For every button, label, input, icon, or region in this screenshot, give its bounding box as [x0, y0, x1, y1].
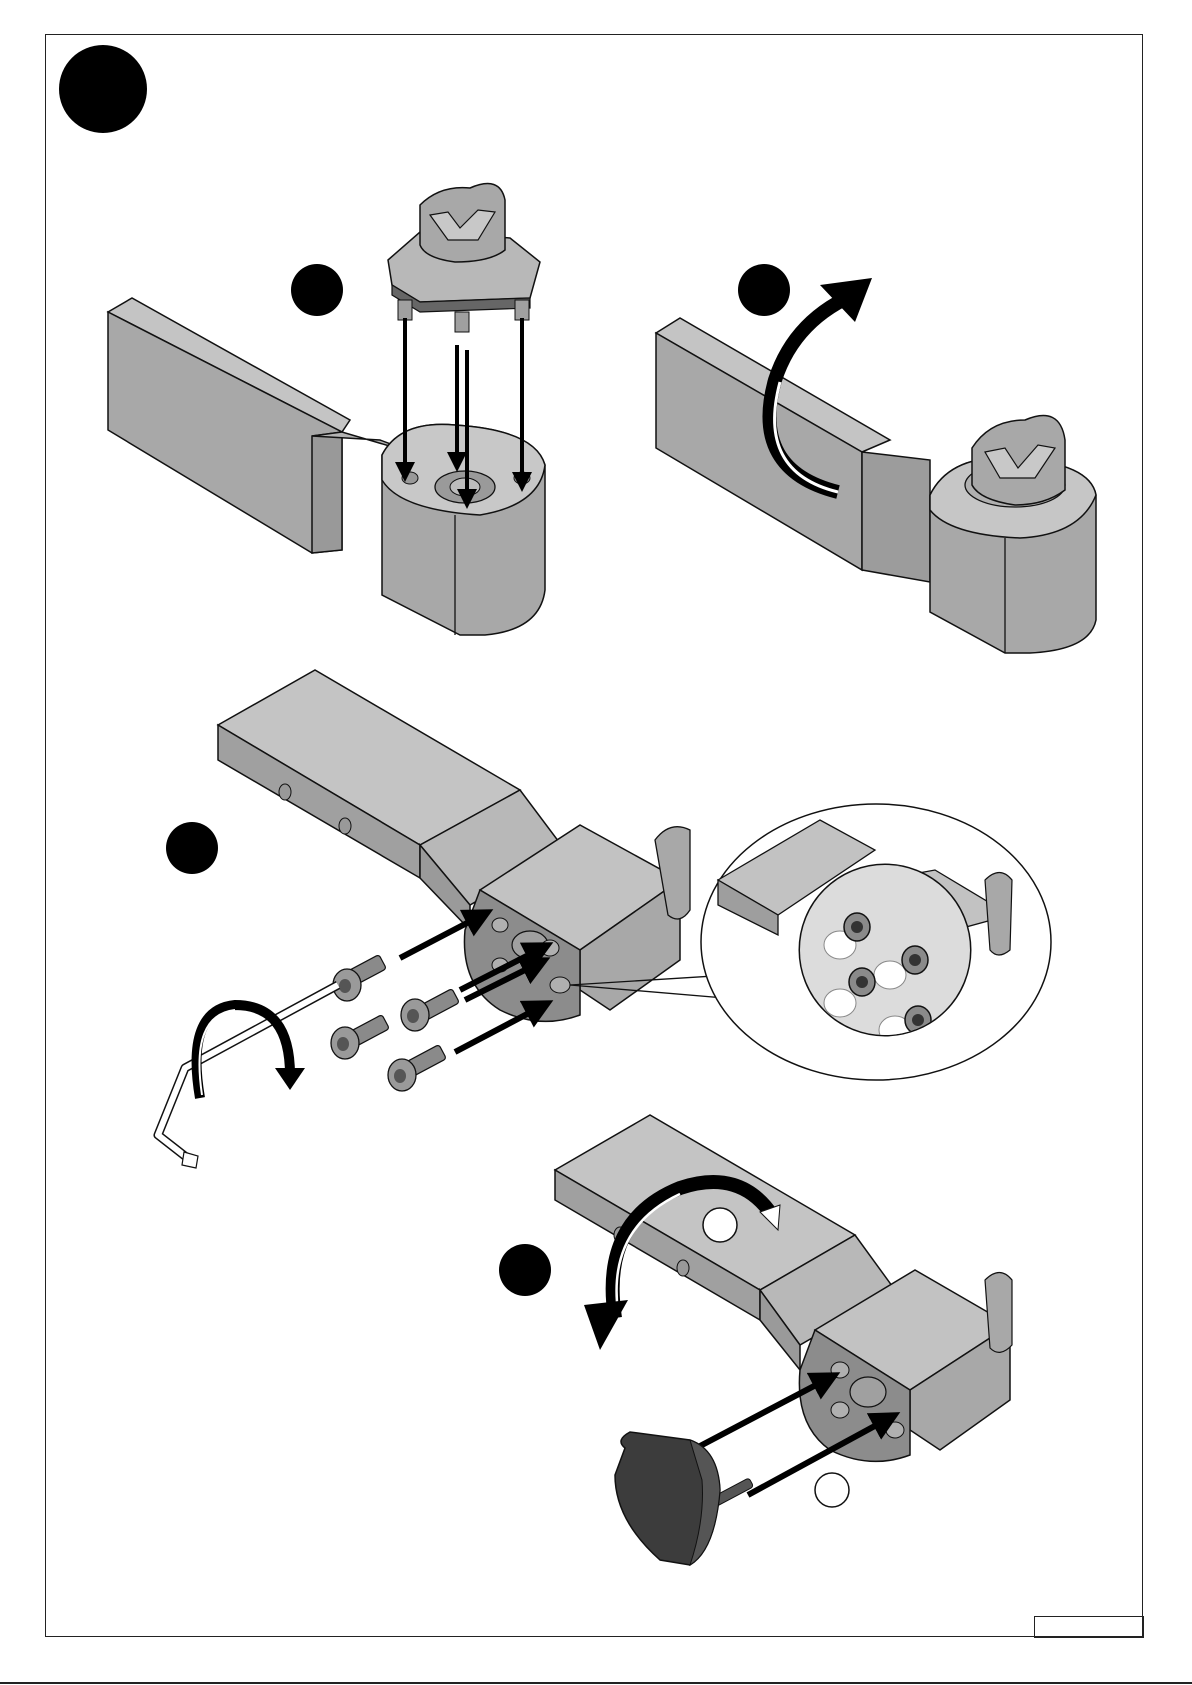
page-number-box: [1034, 1616, 1144, 1638]
step-c-illustration: [158, 670, 1051, 1168]
step-c-badge-icon: [166, 822, 218, 874]
step-b-illustration: [656, 264, 1096, 653]
rotation-marker-circle: [703, 1208, 737, 1242]
hex-key-icon: [158, 985, 338, 1168]
socket-screw-icon: [401, 989, 459, 1031]
bottom-rule: [0, 1682, 1192, 1684]
socket-screw-icon: [388, 1045, 446, 1091]
socket-screw-icon: [333, 955, 386, 1001]
step-d-illustration: [499, 1115, 1012, 1565]
step-b-badge-icon: [738, 264, 790, 316]
step-a-illustration: [108, 184, 545, 635]
step-d-badge-icon: [499, 1244, 551, 1296]
socket-screw-icon: [331, 1015, 389, 1059]
end-cap-knob-icon: [615, 1432, 754, 1565]
main-step-badge-icon: [59, 45, 147, 133]
knob-marker-circle: [815, 1473, 849, 1507]
step-a-badge-icon: [291, 264, 343, 316]
